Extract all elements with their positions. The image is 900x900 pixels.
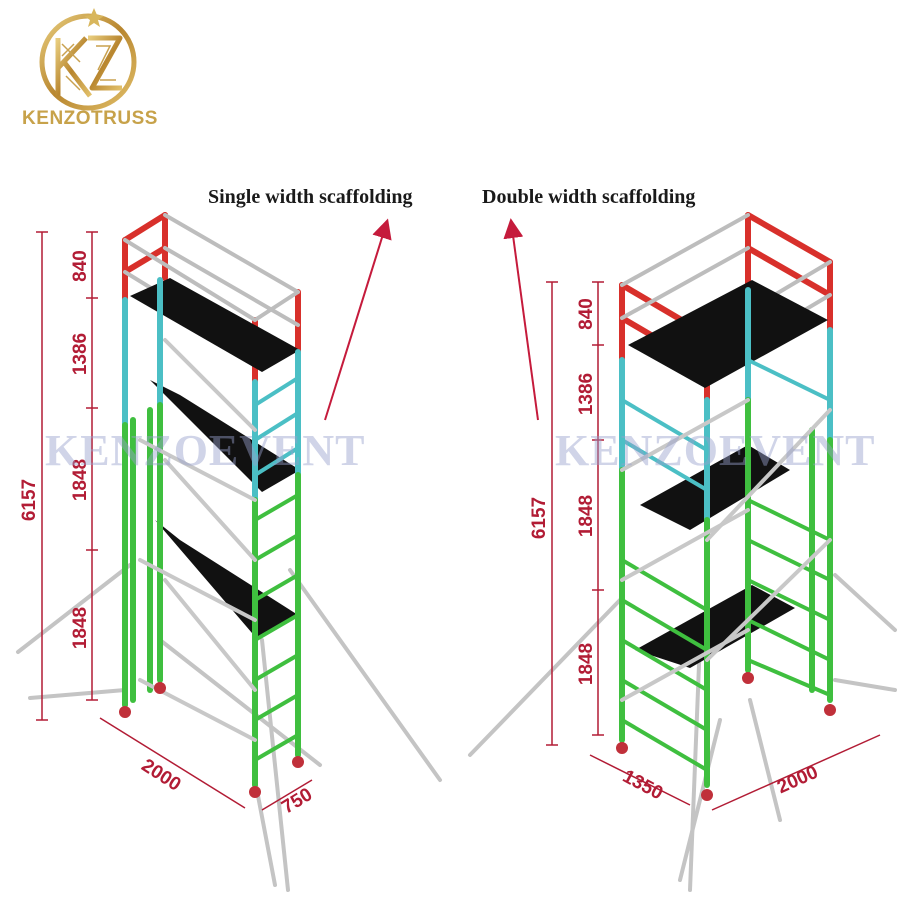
double-width-tower: [468, 212, 897, 892]
double-section-3: 1848: [576, 495, 597, 537]
pointer-arrow-single: [324, 218, 392, 421]
double-section-4: 1848: [576, 643, 597, 685]
single-section-2: 1386: [70, 333, 91, 375]
heading-double-width: Double width scaffolding: [482, 186, 696, 208]
single-total-height: 6157: [19, 479, 40, 521]
single-length: 2000: [138, 755, 185, 796]
double-section-2: 1386: [576, 373, 597, 415]
single-section-1: 840: [70, 250, 91, 282]
brand-name: KENZOTRUSS: [22, 108, 158, 129]
double-section-1: 840: [576, 298, 597, 330]
pointer-arrow-double: [503, 218, 539, 421]
single-section-3: 1848: [70, 459, 91, 501]
watermark-left: KENZOEVENT: [45, 426, 366, 475]
single-section-4: 1848: [70, 607, 91, 649]
double-total-height: 6157: [529, 497, 550, 539]
single-width-tower: [16, 212, 442, 892]
single-width: 750: [278, 784, 316, 818]
double-width: 1350: [619, 766, 666, 804]
double-length: 2000: [774, 762, 821, 798]
heading-single-width: Single width scaffolding: [208, 186, 413, 208]
watermark-right: KENZOEVENT: [555, 426, 876, 475]
